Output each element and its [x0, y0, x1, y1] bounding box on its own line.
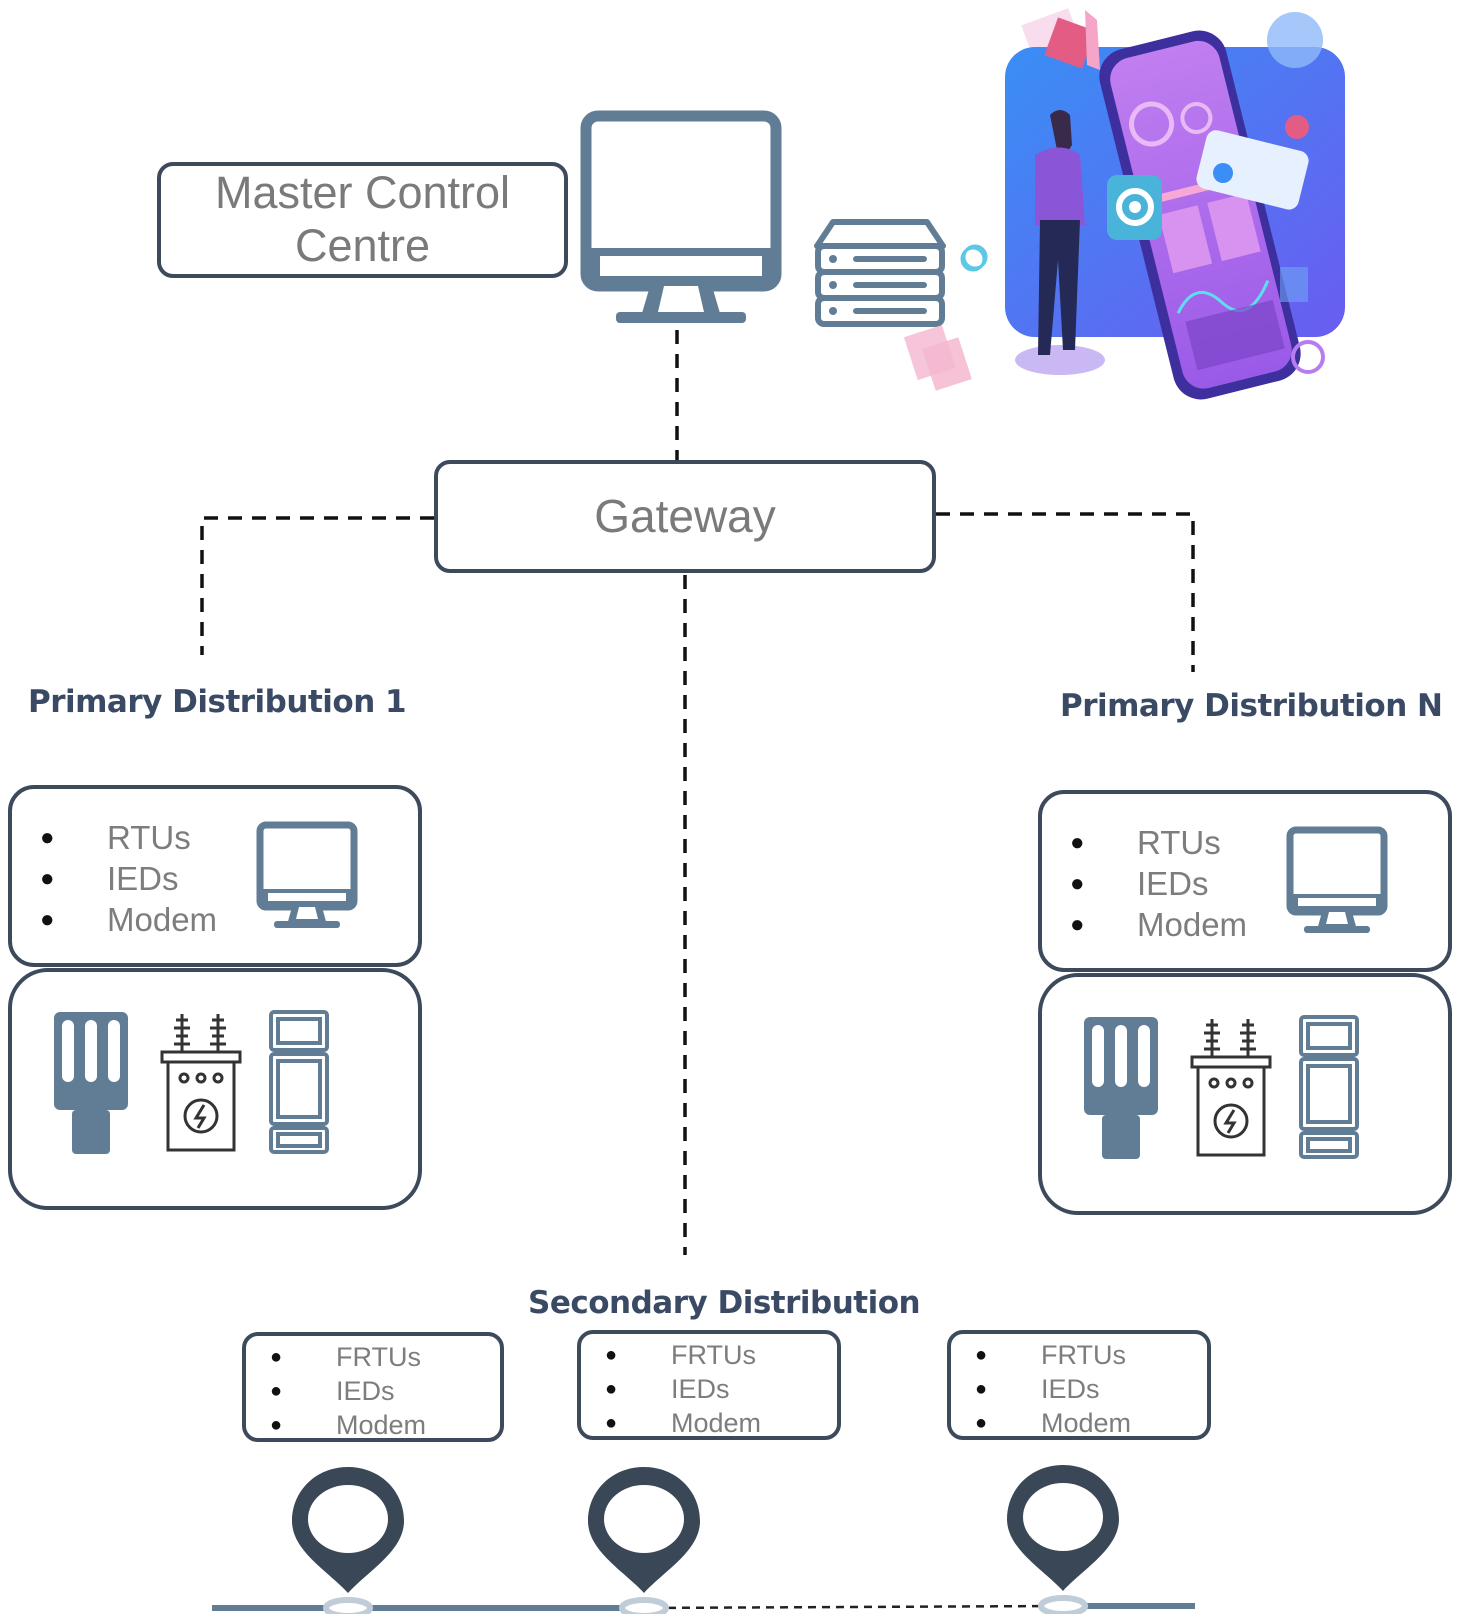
location-pin-icon — [588, 1467, 700, 1614]
list-item: ●Modem — [40, 901, 218, 938]
list-item: ●RTUs — [40, 819, 191, 856]
list-item: ●IEDs — [270, 1376, 395, 1406]
location-pin-icon — [292, 1467, 404, 1614]
master-control-centre-title: Master Control Centre — [214, 167, 511, 271]
list-item: ●Modem — [605, 1408, 762, 1438]
list-item: ●Modem — [270, 1410, 427, 1440]
list-item: ●FRTUs — [975, 1340, 1126, 1370]
primary-1-device-list: ●RTUs ●IEDs ●Modem — [12, 817, 217, 940]
switchgear-icon — [269, 1010, 329, 1154]
monitor-icon — [1286, 826, 1388, 933]
list-item: ●Modem — [1070, 906, 1248, 943]
secondary-node-box-2: ●FRTUs ●IEDs ●Modem — [577, 1330, 841, 1440]
monitor-icon — [256, 821, 358, 928]
primary-distribution-n-heading: Primary Distribution N — [1060, 688, 1443, 724]
list-item: ●IEDs — [40, 860, 179, 897]
decor-card-icon — [922, 337, 972, 391]
insulator-icon — [1084, 1017, 1158, 1159]
secondary-node-box-1: ●FRTUs ●IEDs ●Modem — [242, 1332, 504, 1442]
secondary-node-box-3: ●FRTUs ●IEDs ●Modem — [947, 1330, 1211, 1440]
list-item: ●IEDs — [975, 1374, 1100, 1404]
switchgear-icon — [1299, 1015, 1359, 1159]
list-item: ●IEDs — [1070, 865, 1209, 902]
primary-1-info-box: ●RTUs ●IEDs ●Modem — [8, 785, 422, 967]
gateway-box: Gateway — [434, 460, 936, 573]
secondary-distribution-line — [212, 1603, 1195, 1611]
dashboard-illustration — [903, 8, 1345, 400]
primary-distribution-1-heading: Primary Distribution 1 — [28, 684, 407, 720]
secondary-node-3-list: ●FRTUs ●IEDs ●Modem — [951, 1338, 1131, 1440]
insulator-icon — [54, 1012, 128, 1154]
monitor-icon — [580, 110, 782, 323]
transformer-icon — [160, 1014, 242, 1152]
list-item: ●IEDs — [605, 1374, 730, 1404]
decor-ring-icon — [960, 246, 986, 272]
secondary-node-1-list: ●FRTUs ●IEDs ●Modem — [246, 1340, 426, 1442]
list-item: ●RTUs — [1070, 824, 1221, 861]
primary-n-info-box: ●RTUs ●IEDs ●Modem — [1038, 790, 1452, 972]
primary-n-device-list: ●RTUs ●IEDs ●Modem — [1042, 822, 1247, 945]
list-item: ●Modem — [975, 1408, 1132, 1438]
list-item: ●FRTUs — [270, 1342, 421, 1372]
primary-1-equipment-box — [8, 968, 422, 1210]
transformer-icon — [1190, 1019, 1272, 1157]
server-icon — [814, 219, 946, 327]
secondary-distribution-heading: Secondary Distribution — [528, 1285, 921, 1321]
master-control-centre-box: Master Control Centre — [157, 162, 568, 278]
gateway-label: Gateway — [594, 489, 776, 542]
location-pin-icon — [1007, 1465, 1119, 1614]
list-item: ●FRTUs — [605, 1340, 756, 1370]
primary-n-equipment-box — [1038, 973, 1452, 1215]
secondary-node-2-list: ●FRTUs ●IEDs ●Modem — [581, 1338, 761, 1440]
